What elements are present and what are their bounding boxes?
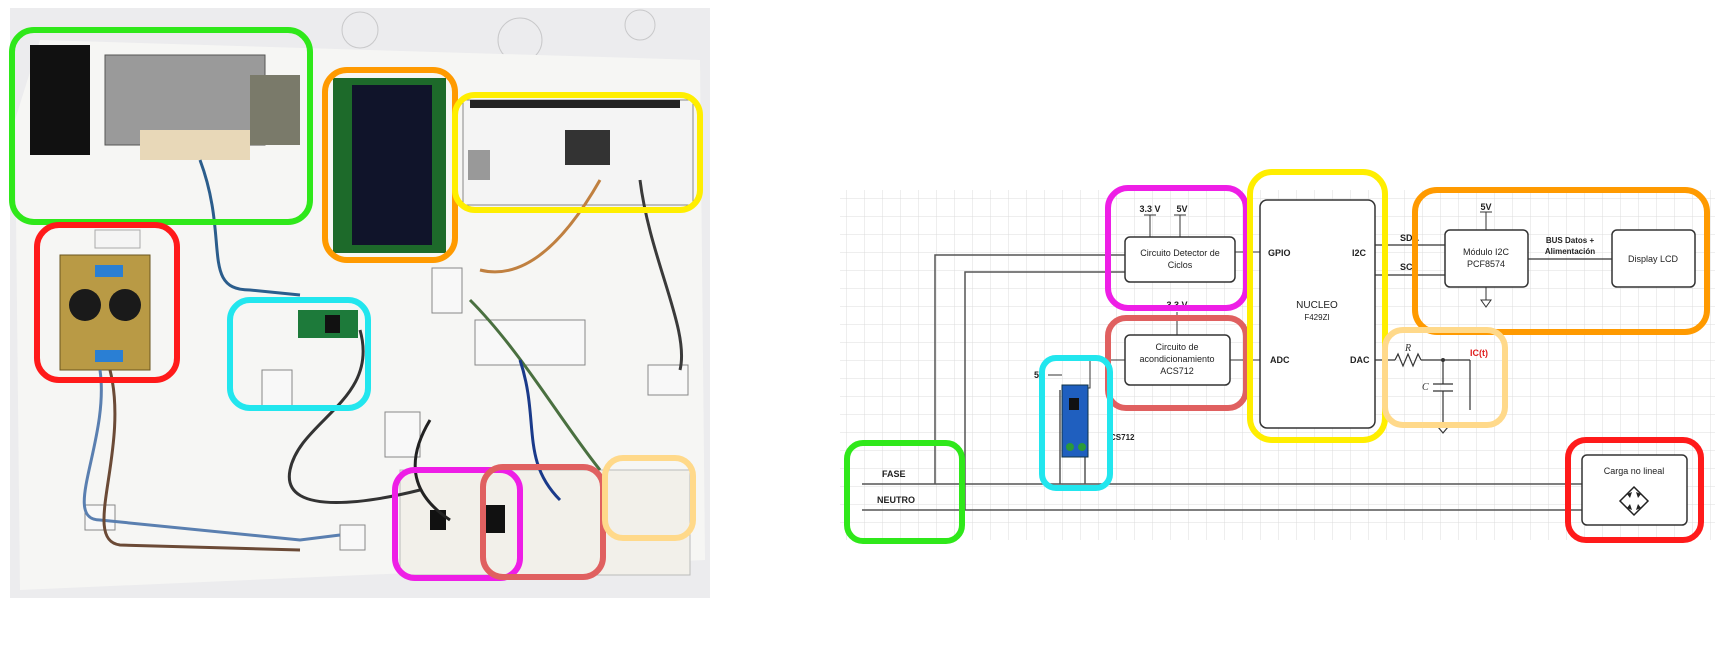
highlight-detector: [392, 467, 523, 581]
svg-text:Carga no lineal: Carga no lineal: [1604, 466, 1665, 476]
svg-text:ACS712: ACS712: [1160, 366, 1194, 376]
highlight-nucleo-block: [1247, 169, 1388, 443]
svg-text:F429ZI: F429ZI: [1304, 313, 1329, 322]
highlight-lcd-block: [1412, 187, 1710, 335]
transformer-icon: [30, 45, 300, 160]
wires: [82, 159, 684, 552]
current-sensor-icon: [298, 310, 358, 338]
highlight-load-block: [1565, 437, 1704, 543]
svg-text:Display LCD: Display LCD: [1628, 254, 1679, 264]
svg-text:GPIO: GPIO: [1268, 248, 1291, 258]
power-supply-board-icon: [59, 229, 151, 371]
nucleo-block: NUCLEO F429ZI GPIO I2C ADC DAC: [1259, 199, 1376, 429]
svg-text:I2C: I2C: [1352, 248, 1367, 258]
svg-text:5V: 5V: [1480, 202, 1491, 212]
display-lcd-block: Display LCD: [1611, 229, 1696, 288]
svg-text:Circuito Detector de: Circuito Detector de: [1140, 248, 1220, 258]
svg-text:3.3 V: 3.3 V: [1139, 204, 1160, 214]
svg-text:IC(t): IC(t): [1470, 348, 1488, 358]
svg-text:BUS Datos +: BUS Datos +: [1546, 236, 1595, 245]
highlight-sensor-block: [1039, 355, 1113, 491]
detector-block: Circuito Detector de Ciclos 3.3 V 5V: [1124, 204, 1260, 283]
svg-text:C: C: [1422, 382, 1429, 393]
highlight-detector-block: [1105, 185, 1249, 311]
svg-text:acondicionamiento: acondicionamiento: [1139, 354, 1214, 364]
svg-text:NUCLEO: NUCLEO: [1296, 300, 1338, 311]
svg-text:Alimentación: Alimentación: [1545, 247, 1595, 256]
nonlinear-load-block: Carga no lineal: [1581, 454, 1688, 526]
junction-dot: [1441, 358, 1445, 362]
svg-text:NEUTRO: NEUTRO: [877, 495, 915, 505]
rc-filter: [1375, 352, 1471, 434]
svg-text:Circuito de: Circuito de: [1155, 342, 1198, 352]
svg-text:FASE: FASE: [882, 469, 906, 479]
svg-text:ADC: ADC: [1270, 355, 1290, 365]
highlight-power-supply: [34, 222, 180, 383]
highlight-rc-filter: [602, 455, 696, 541]
svg-text:DAC: DAC: [1350, 355, 1370, 365]
highlight-transformer: [9, 27, 313, 225]
highlight-sensor: [227, 297, 371, 411]
highlight-mains: [844, 440, 965, 544]
svg-text:Ciclos: Ciclos: [1168, 260, 1193, 270]
svg-text:5V: 5V: [1176, 204, 1187, 214]
svg-text:PCF8574: PCF8574: [1467, 259, 1505, 269]
highlight-rc-block: [1382, 327, 1508, 428]
svg-text:R: R: [1404, 343, 1411, 354]
svg-text:SCL: SCL: [1400, 262, 1419, 272]
svg-text:Módulo I2C: Módulo I2C: [1463, 247, 1510, 257]
breadboard-icon: [399, 469, 691, 576]
nucleo-board-icon: [462, 99, 694, 206]
acs712-sensor-icon: [1061, 384, 1089, 458]
i2c-module-block: Módulo I2C PCF8574 5V: [1444, 202, 1529, 308]
svg-text:SDA: SDA: [1400, 233, 1420, 243]
highlight-nucleo: [452, 92, 703, 213]
hardware-photo: [9, 8, 710, 598]
svg-text:CS712: CS712: [1110, 433, 1135, 442]
lcd-display-icon: [333, 78, 446, 253]
